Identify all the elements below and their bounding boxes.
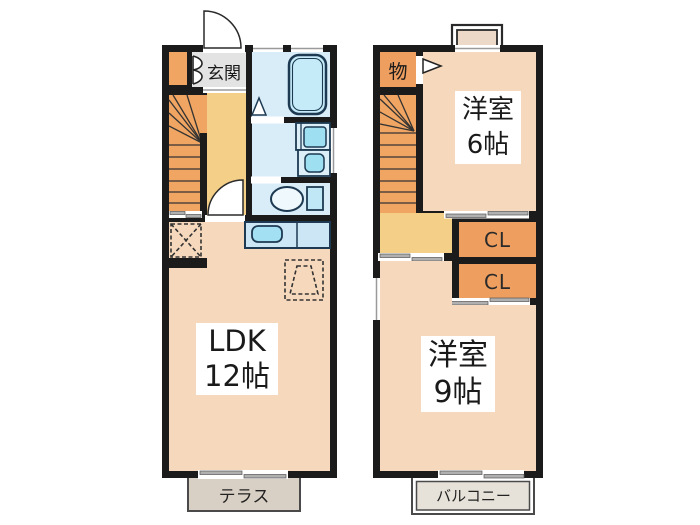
room6-sliding-door	[444, 211, 529, 219]
floor1-plan	[162, 10, 337, 512]
balcony-label: バルコニー	[436, 487, 511, 505]
storage-closet	[380, 52, 416, 87]
window-left-room9	[373, 278, 380, 320]
landing-sliding-door	[378, 253, 444, 262]
toilet-icon	[270, 186, 324, 212]
storage-doorway	[416, 56, 423, 84]
washbasin-icon	[297, 149, 331, 177]
balcony-sliding-door	[438, 470, 525, 479]
ldk-label: LDK 12帖	[196, 323, 278, 395]
folding-door-icon	[192, 55, 203, 85]
hall-door-arc-icon	[207, 179, 244, 216]
room6-label-line2: 6帖	[466, 129, 510, 160]
bathtub-icon	[287, 53, 328, 116]
room9-label: 洋室 9帖	[421, 336, 495, 412]
kitchen-counter	[244, 221, 331, 249]
entrance-door-arc-icon	[203, 10, 242, 49]
wall-stub	[162, 258, 207, 268]
kitchen-sink-icon	[251, 225, 283, 243]
ldk-label-line2: 12帖	[204, 359, 270, 393]
terrace	[187, 476, 301, 512]
entrance-area	[192, 52, 246, 87]
window-right-washroom	[330, 128, 337, 173]
bath-door-marker-icon	[250, 96, 268, 116]
entrance-label: 玄関	[207, 63, 241, 84]
understair-opening	[169, 211, 202, 218]
hall-doorway	[205, 215, 245, 222]
washing-machine-icon	[295, 122, 331, 151]
room9-label-line1: 洋室	[428, 338, 488, 373]
closet-top	[459, 222, 536, 257]
closet-bottom-label: CL	[483, 269, 512, 294]
room6-label-line1: 洋室	[461, 94, 514, 125]
balcony	[411, 476, 535, 515]
window-top-tub	[291, 45, 323, 52]
closet-top-label: CL	[483, 227, 512, 252]
room6-label: 洋室 6帖	[455, 91, 521, 164]
closet-sliding-door	[447, 297, 530, 306]
window-top-room6	[455, 45, 500, 52]
terrace-sliding-door	[198, 470, 288, 479]
refrigerator-space	[170, 223, 202, 258]
toilet-doorway	[251, 176, 281, 184]
door-marker-icon	[422, 57, 444, 75]
ldk-label-line1: LDK	[208, 324, 266, 358]
stairs-2f	[379, 94, 416, 213]
bath-doorway	[251, 116, 284, 124]
terrace-label: テラス	[218, 486, 270, 507]
window-top-bath	[253, 45, 283, 52]
furniture-placement	[284, 259, 324, 301]
room9-label-line2: 9帖	[433, 375, 483, 410]
landing	[380, 213, 452, 253]
storage-label: 物	[388, 60, 408, 83]
closet-bottom	[459, 264, 536, 298]
shoe-cabinet	[169, 52, 187, 85]
